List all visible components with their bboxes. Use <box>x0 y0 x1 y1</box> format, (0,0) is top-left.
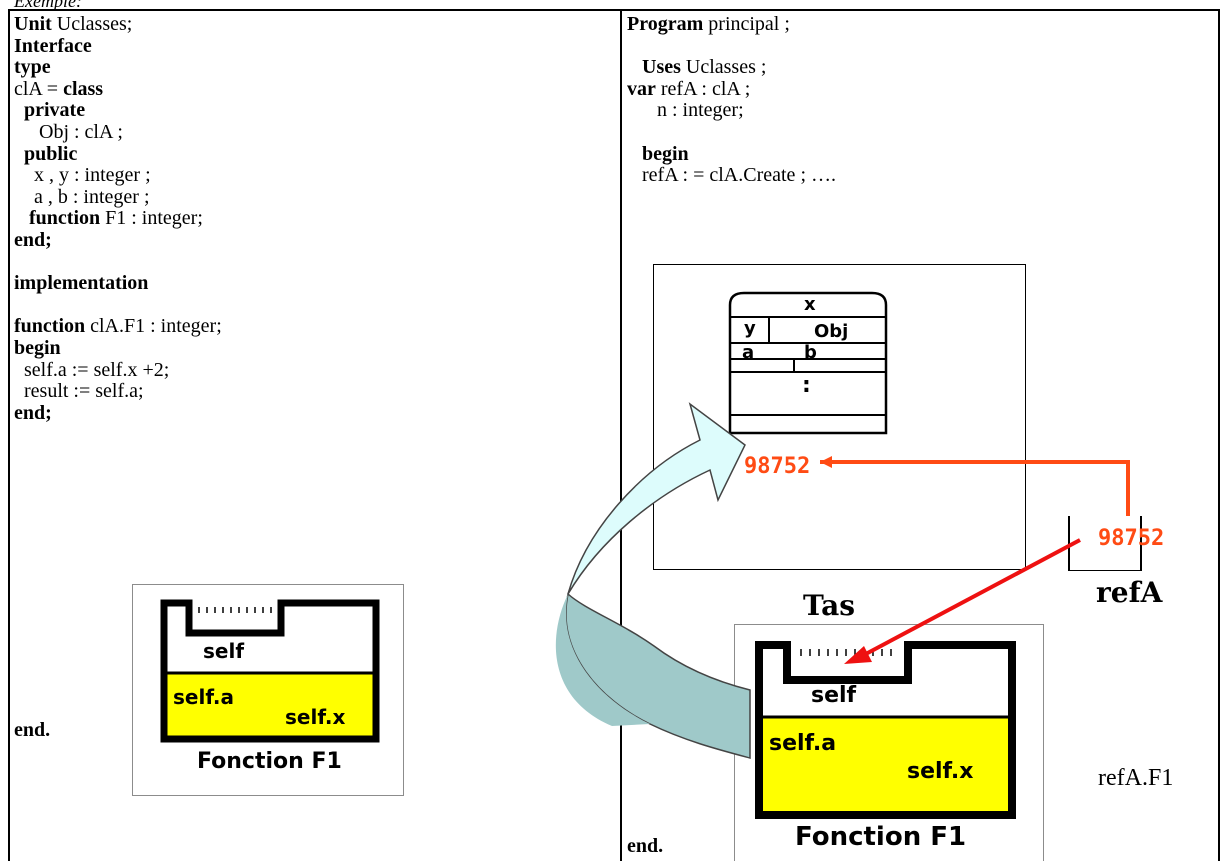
method-call-label: refA.F1 <box>1098 765 1174 791</box>
keyword: Program <box>627 13 704 35</box>
program-end-keyword: end. <box>627 835 664 857</box>
unit-code-line <box>14 252 222 274</box>
keyword: begin <box>14 336 61 359</box>
field-ellipsis: : <box>802 373 811 398</box>
keyword: function <box>29 207 101 230</box>
keyword: function <box>14 315 86 338</box>
unit-code-line: result := self.a; <box>14 380 222 403</box>
code-text: self.a := self.x +2; <box>14 358 170 381</box>
object-fields-table <box>728 291 888 435</box>
table-frame <box>8 9 1220 861</box>
code-text: x , y : integer ; <box>14 164 151 187</box>
function-frame-figure-right: self self.a self.x Fonction F1 <box>734 624 1044 861</box>
code-text: clA = <box>14 77 64 100</box>
unit-code-line: function F1 : integer; <box>14 208 222 230</box>
unit-code-line: function clA.F1 : integer; <box>14 316 222 338</box>
unit-code-line <box>14 295 222 317</box>
code-text: refA : = clA.Create ; …. <box>627 164 836 187</box>
unit-code-line: Interface <box>14 34 222 58</box>
unit-end-keyword: end. <box>14 719 51 741</box>
unit-code-line: a , b : integer ; <box>14 185 222 209</box>
object-address: 98752 <box>744 454 811 479</box>
unit-code-line: private <box>14 100 222 122</box>
self-a-label: self.a <box>173 685 235 709</box>
self-label-right: self <box>811 683 857 708</box>
keyword: class <box>63 77 104 100</box>
code-text: clA.F1 : integer; <box>85 315 222 338</box>
code-text: a , b : integer ; <box>14 185 150 208</box>
keyword: var <box>627 77 656 100</box>
keyword: end; <box>14 401 52 424</box>
field-b: b <box>804 342 817 363</box>
code-text: Uclasses ; <box>680 56 767 79</box>
program-code-line: var refA : clA ; <box>627 77 836 101</box>
function-frame-figure-left: self self.a self.x Fonction F1 <box>132 584 404 796</box>
unit-code-line: x , y : integer ; <box>14 164 222 187</box>
keyword: implementation <box>14 272 149 295</box>
function-frame-drawing-right <box>755 641 1016 819</box>
unit-code-line: clA = class <box>14 77 222 101</box>
keyword: public <box>24 142 78 165</box>
field-obj: Obj <box>814 321 849 342</box>
function-frame-caption-right: Fonction F1 <box>795 822 967 852</box>
code-text <box>14 207 29 229</box>
unit-code-line: end; <box>14 228 222 252</box>
self-label: self <box>203 639 245 663</box>
code-text <box>14 143 24 165</box>
self-x-label: self.x <box>285 705 346 729</box>
keyword: end; <box>14 228 52 251</box>
unit-code-line: begin <box>14 336 222 360</box>
keyword: Unit <box>14 13 52 35</box>
unit-code-line: Obj : clA ; <box>14 120 222 144</box>
keyword: Interface <box>14 34 92 57</box>
heap-label: Tas <box>803 589 856 622</box>
keyword: Uses <box>642 56 681 79</box>
program-code-line <box>627 36 836 58</box>
program-code-line: begin <box>627 142 836 166</box>
field-a: a <box>742 342 755 363</box>
code-text: result := self.a; <box>14 380 144 403</box>
code-text: Obj : clA ; <box>14 120 123 143</box>
program-code-line <box>627 122 836 144</box>
code-text <box>14 99 24 121</box>
unit-code-line: implementation <box>14 272 222 295</box>
unit-code-line: end; <box>14 401 222 425</box>
field-y: y <box>744 318 756 339</box>
keyword: type <box>14 56 51 79</box>
function-frame-caption: Fonction F1 <box>197 749 342 774</box>
code-text <box>627 56 642 78</box>
code-text: Uclasses; <box>51 13 133 35</box>
keyword: private <box>24 99 86 122</box>
refA-value: 98752 <box>1098 526 1165 551</box>
function-frame-drawing <box>160 599 380 743</box>
code-text: n : integer; <box>627 99 744 122</box>
program-code-line: Uses Uclasses ; <box>627 56 836 79</box>
unit-code-line: public <box>14 142 222 166</box>
unit-code-line: Unit Uclasses; <box>14 13 222 36</box>
program-source-code: Program principal ; Uses Uclasses ;var r… <box>627 13 836 187</box>
program-code-line: refA : = clA.Create ; …. <box>627 164 836 187</box>
self-a-label-right: self.a <box>769 731 837 756</box>
code-text: F1 : integer; <box>100 207 203 230</box>
unit-code-line: self.a := self.x +2; <box>14 358 222 382</box>
example-caption: Exemple: <box>14 0 82 11</box>
unit-code-line: type <box>14 56 222 79</box>
self-x-label-right: self.x <box>907 759 974 784</box>
program-code-line: Program principal ; <box>627 13 836 36</box>
program-code-line: n : integer; <box>627 100 836 122</box>
field-x: x <box>804 294 816 315</box>
column-divider <box>620 9 622 861</box>
object-instance-box: x y Obj a b : 98752 <box>653 264 1026 570</box>
refA-label: refA <box>1096 576 1163 609</box>
keyword: begin <box>642 142 689 165</box>
code-text: refA : clA ; <box>655 77 751 100</box>
code-text: principal ; <box>703 13 790 35</box>
code-text <box>627 143 642 165</box>
